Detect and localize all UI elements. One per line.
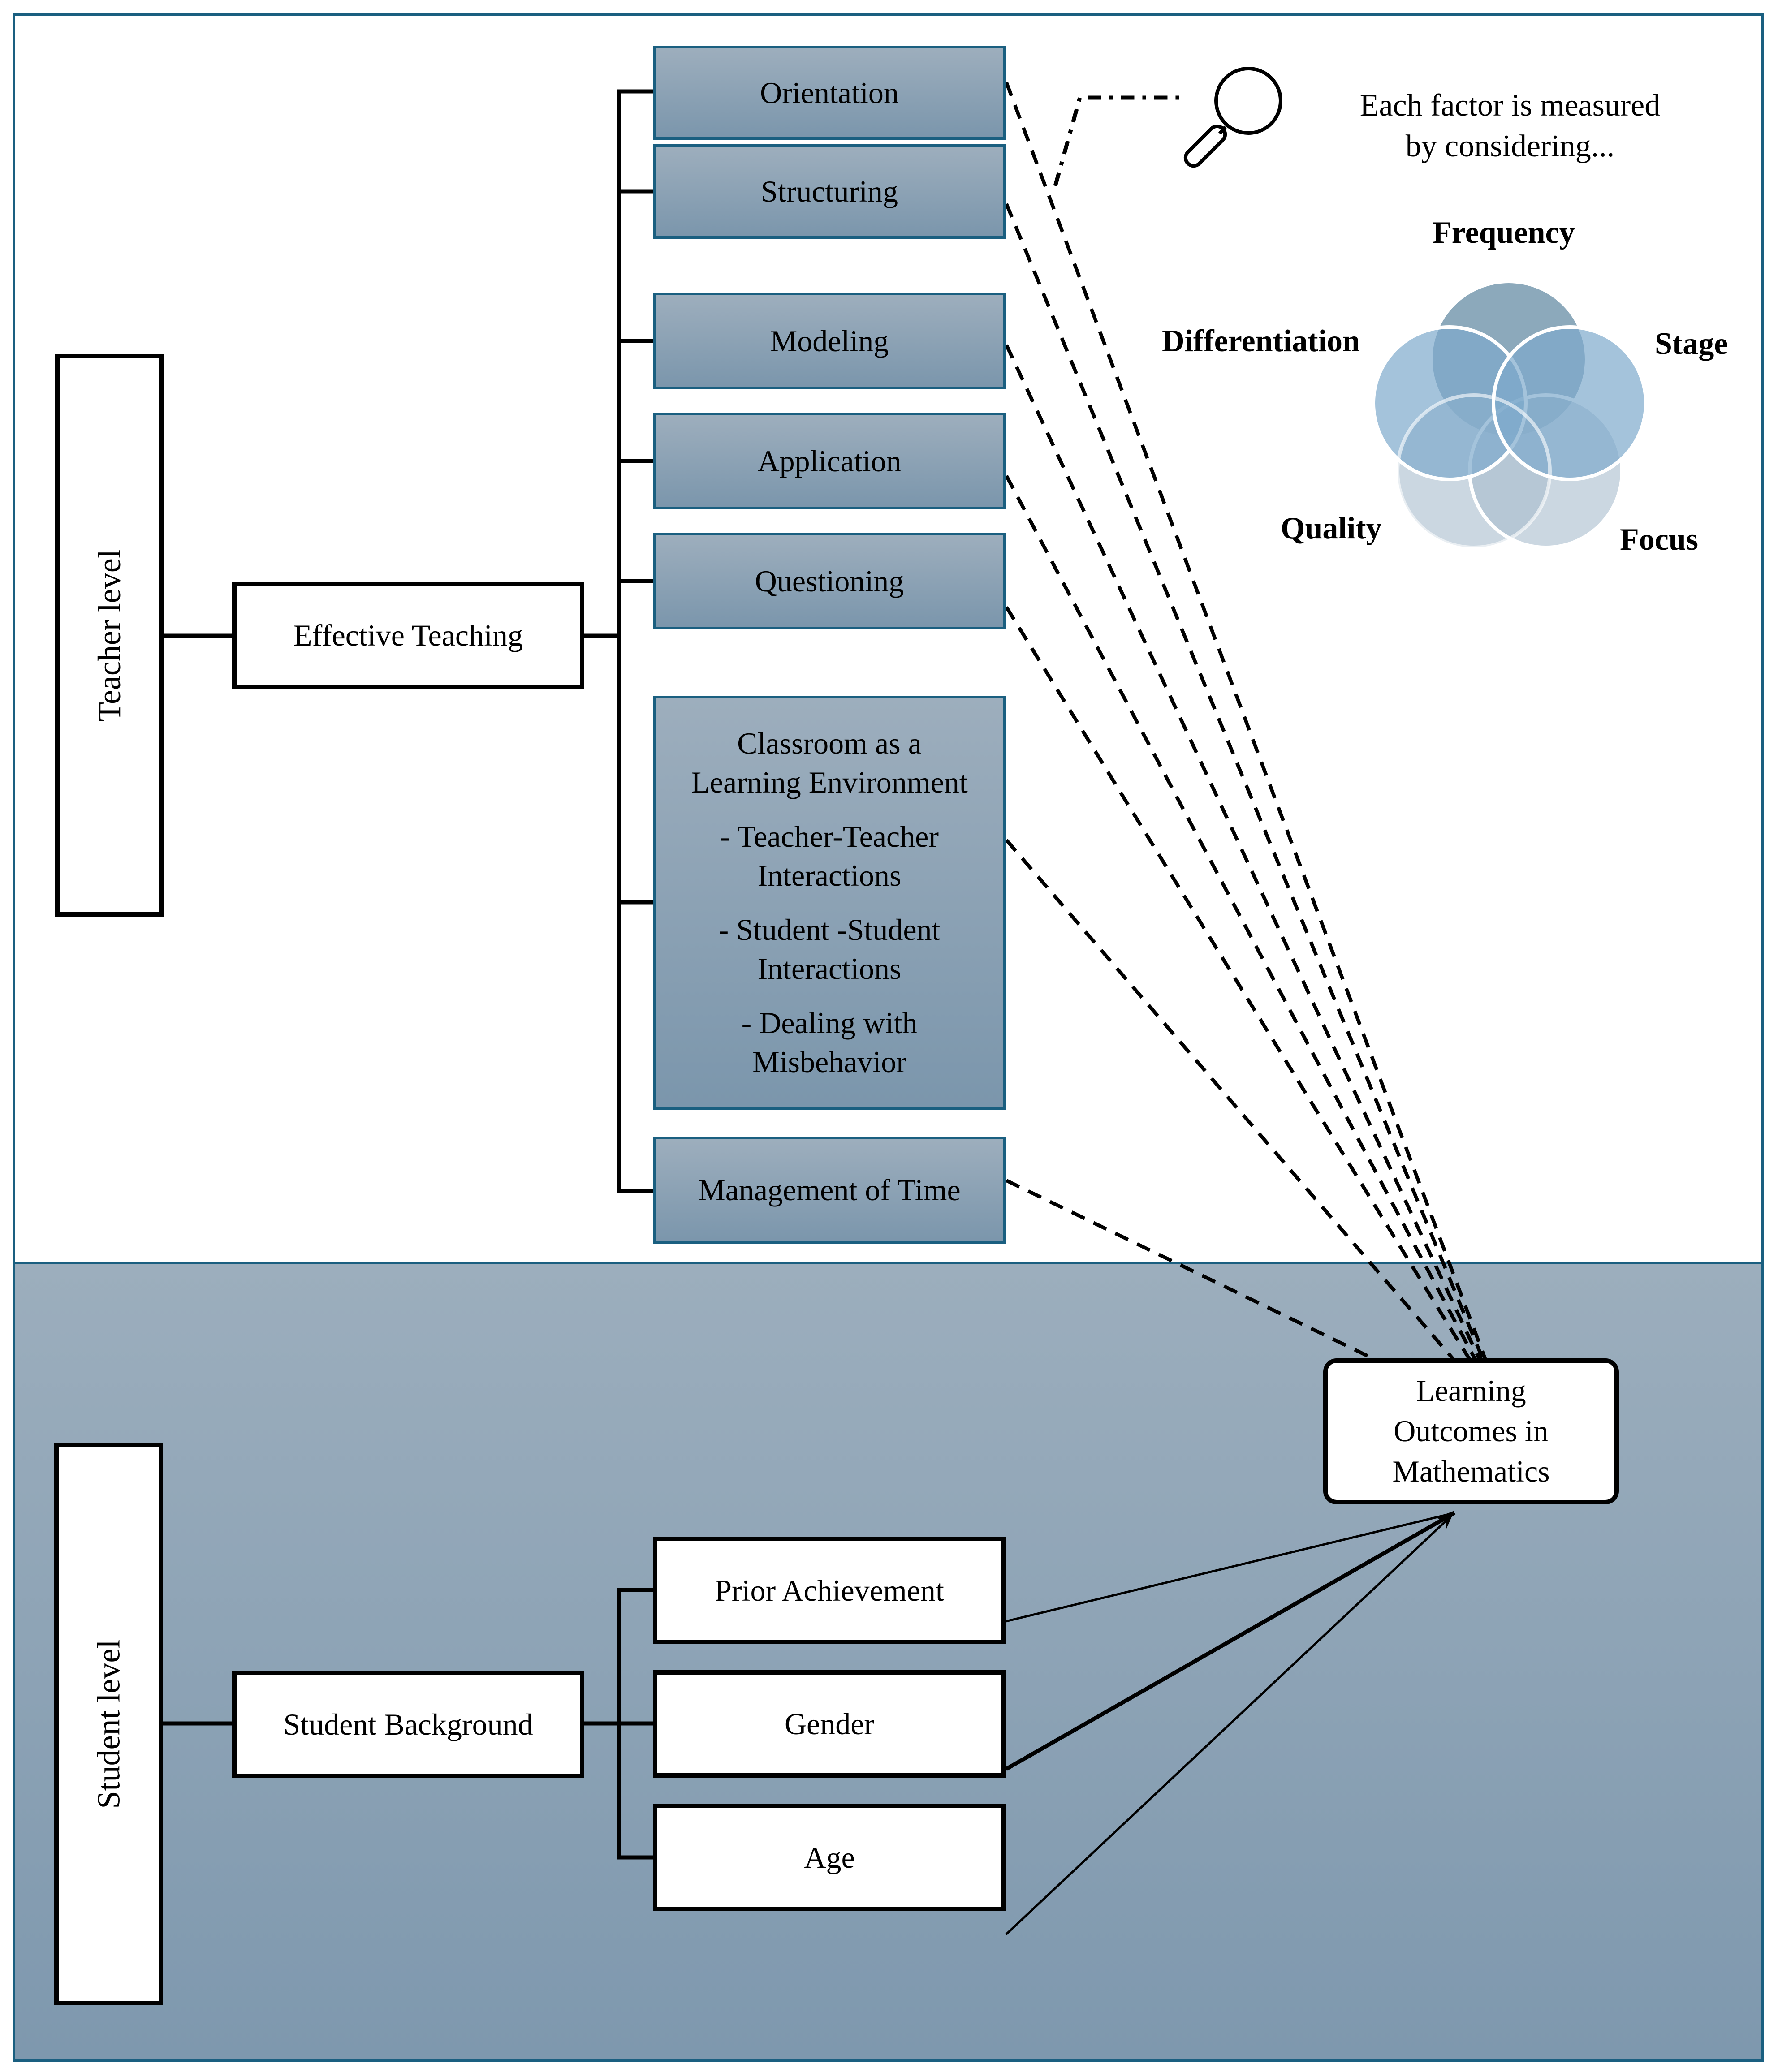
venn-label-frequency: Frequency xyxy=(1433,215,1575,250)
classroom-title-line-1: Classroom as a xyxy=(737,726,922,760)
venn-circle-stage xyxy=(1492,325,1648,481)
student-level-box: Student level xyxy=(54,1443,163,2005)
student-factor-age: Age xyxy=(653,1804,1006,1911)
factor-structuring: Structuring xyxy=(653,144,1006,239)
student-arrows xyxy=(1005,1511,1456,1935)
teacher-tree-lines xyxy=(164,89,654,1193)
classroom-subitem-teacher-teacher-2: Interactions xyxy=(757,858,902,892)
factor-label: Structuring xyxy=(761,174,898,209)
student-factor-prior-achievement: Prior Achievement xyxy=(653,1537,1006,1644)
student-level-label: Student level xyxy=(91,1639,126,1809)
outcome-line-1: Learning xyxy=(1416,1374,1526,1408)
factor-classroom-environment: Classroom as a Learning Environment - Te… xyxy=(653,696,1006,1110)
classroom-subitem-student-student: - Student -Student xyxy=(718,913,941,947)
factor-label: Application xyxy=(757,444,902,478)
factor-application: Application xyxy=(653,413,1006,509)
factor-label: Management of Time xyxy=(698,1173,961,1207)
magnifier-icon xyxy=(1183,67,1282,168)
student-factor-label: Prior Achievement xyxy=(715,1573,944,1607)
callout-line-2: by considering... xyxy=(1405,129,1615,164)
factor-label: Questioning xyxy=(755,564,904,598)
teacher-dashed-arrows xyxy=(1005,82,1512,1427)
arrow-age xyxy=(1005,1512,1455,1935)
factor-modeling: Modeling xyxy=(653,293,1006,389)
student-factor-label: Gender xyxy=(784,1706,875,1741)
factor-management-of-time: Management of Time xyxy=(653,1137,1006,1244)
dashed-arrow-structuring xyxy=(1005,203,1512,1426)
outcome-line-3: Mathematics xyxy=(1392,1454,1550,1488)
effective-teaching-label: Effective Teaching xyxy=(293,618,523,652)
effective-teaching-box: Effective Teaching xyxy=(232,582,584,689)
callout-line-1: Each factor is measured xyxy=(1359,88,1661,123)
venn-label-focus: Focus xyxy=(1620,522,1698,557)
classroom-subitem-misbehavior-2: Misbehavior xyxy=(752,1045,906,1079)
student-background-label: Student Background xyxy=(283,1707,533,1741)
factor-questioning: Questioning xyxy=(653,533,1006,629)
dashed-arrow-classroom xyxy=(1005,839,1512,1426)
classroom-subitem-student-student-2: Interactions xyxy=(757,952,902,986)
student-factor-gender: Gender xyxy=(653,1670,1006,1778)
dashed-arrow-application xyxy=(1005,475,1512,1426)
venn-label-stage: Stage xyxy=(1655,327,1728,361)
student-arrowhead xyxy=(1436,1511,1454,1529)
teacher-level-box: Teacher level xyxy=(55,354,164,917)
venn-label-quality: Quality xyxy=(1281,511,1382,546)
venn-diagram xyxy=(1372,283,1648,549)
callout-text: Each factor is measured by considering..… xyxy=(1313,85,1707,167)
outcome-line-2: Outcomes in xyxy=(1394,1414,1549,1448)
classroom-title-line-2: Learning Environment xyxy=(691,765,968,799)
student-factor-label: Age xyxy=(804,1840,855,1874)
factor-label: Orientation xyxy=(760,75,899,110)
factor-label: Modeling xyxy=(770,323,889,358)
classroom-subitem-teacher-teacher: - Teacher-Teacher xyxy=(720,819,939,853)
classroom-subitem-misbehavior: - Dealing with xyxy=(741,1006,918,1040)
dashed-arrow-modeling xyxy=(1005,344,1512,1426)
dashed-arrow-orientation xyxy=(1005,82,1512,1426)
factor-orientation: Orientation xyxy=(653,46,1006,140)
learning-outcomes-box: Learning Outcomes in Mathematics xyxy=(1323,1358,1619,1504)
venn-label-differentiation: Differentiation xyxy=(1162,324,1360,358)
callout-line xyxy=(1053,95,1183,187)
arrow-gender xyxy=(1005,1511,1456,1771)
student-tree-lines xyxy=(163,1588,654,1860)
arrow-prior-achievement xyxy=(1006,1512,1455,1623)
teacher-level-label: Teacher level xyxy=(91,549,127,722)
student-background-box: Student Background xyxy=(232,1671,584,1778)
dashed-arrow-questioning xyxy=(1005,606,1512,1426)
